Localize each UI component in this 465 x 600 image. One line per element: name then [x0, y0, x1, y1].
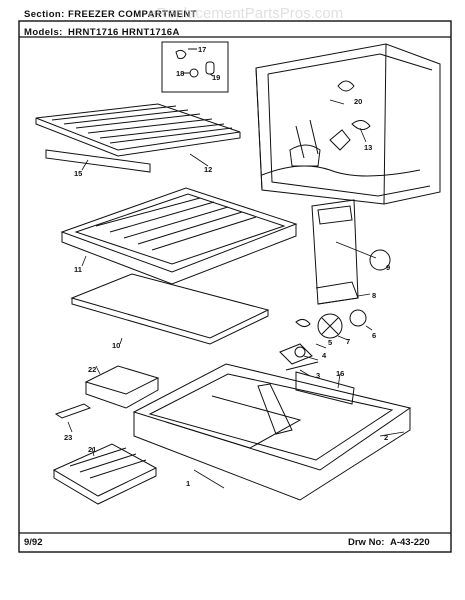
screw-detail [369, 249, 391, 271]
drawing-number-label: Drw No: [348, 537, 385, 548]
callout-19: 19 [212, 73, 220, 82]
callout-1: 1 [186, 479, 190, 488]
callout-23: 23 [64, 433, 72, 442]
small-parts [52, 365, 160, 505]
callout-15: 15 [74, 169, 82, 178]
callout-17: 17 [198, 45, 206, 54]
inset-box [161, 41, 229, 93]
watermark: eReplacementPartsPros.com [148, 5, 344, 22]
drawing-frame [18, 20, 452, 553]
freezer-pan [132, 363, 412, 501]
air-duct [311, 199, 359, 305]
inset-parts [175, 48, 215, 78]
models-label: Models: [24, 27, 63, 38]
models-value: HRNT1716 HRNT1716A [68, 27, 180, 38]
callout-leaders [67, 99, 405, 489]
callout-5: 5 [328, 338, 332, 347]
callout-20: 20 [354, 97, 362, 106]
callout-18: 18 [176, 69, 184, 78]
shelf-front-trim [45, 149, 151, 173]
wire-shelf [35, 103, 241, 157]
callout-numbers: 1 2 3 4 5 6 7 8 9 10 11 12 13 15 16 17 1… [64, 45, 390, 488]
callout-22: 22 [88, 365, 96, 374]
section-label: Section: [24, 9, 65, 20]
callout-11: 11 [74, 265, 82, 274]
callout-7: 7 [346, 337, 350, 346]
fan-assembly [279, 309, 367, 371]
callout-10: 10 [112, 341, 120, 350]
section-title: FREEZER COMPARTMENT [68, 9, 197, 20]
drawing-number: A-43-220 [390, 537, 430, 548]
freezer-cabinet [255, 43, 441, 205]
callout-4: 4 [322, 351, 327, 360]
footer-date: 9/92 [24, 537, 43, 548]
callout-2: 2 [384, 433, 388, 442]
callout-21: 21 [88, 445, 96, 454]
callout-9: 9 [386, 263, 390, 272]
callout-3: 3 [316, 371, 320, 380]
callout-6: 6 [372, 331, 376, 340]
insulation-panel [70, 273, 270, 345]
callout-12: 12 [204, 165, 212, 174]
callout-13: 13 [364, 143, 372, 152]
callout-8: 8 [372, 291, 376, 300]
callout-16: 16 [336, 369, 344, 378]
freezer-tray [60, 187, 298, 285]
